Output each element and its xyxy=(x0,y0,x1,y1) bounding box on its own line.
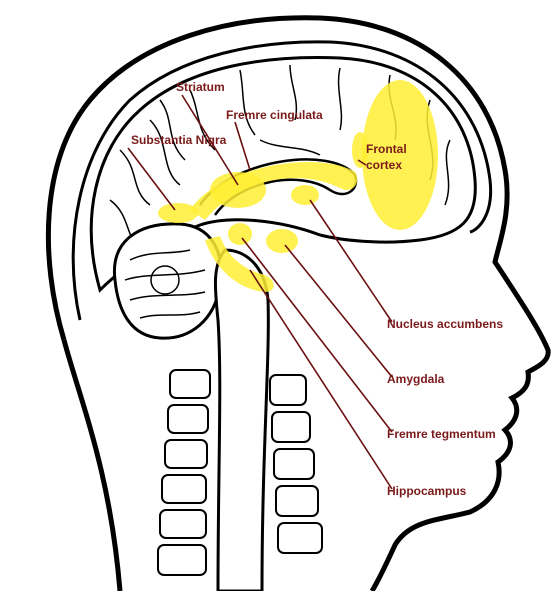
neck-back-outline xyxy=(64,340,120,591)
cerebellum xyxy=(114,224,220,338)
substantia-nigra-region xyxy=(158,203,198,223)
leader-amygdala xyxy=(285,245,392,377)
label-nucleus-accumbens: Nucleus accumbens xyxy=(387,318,503,330)
label-frontal-line1: Frontal xyxy=(366,142,407,156)
label-cingulate: Fremre cingulata xyxy=(226,109,323,121)
label-substantia-nigra: Substantia Nigra xyxy=(131,134,226,146)
label-striatum: Striatum xyxy=(176,81,225,93)
label-frontal-line2: cortex xyxy=(366,158,402,172)
tegmentum-region xyxy=(228,223,252,245)
label-amygdala: Amygdala xyxy=(387,373,444,385)
striatum-region xyxy=(210,172,266,208)
brainstem xyxy=(215,250,268,591)
label-frontal-cortex: Frontal cortex xyxy=(366,141,407,173)
label-hippocampus: Hippocampus xyxy=(387,485,466,497)
amygdala-region xyxy=(266,229,298,253)
label-tegmentum: Fremre tegmentum xyxy=(387,428,496,440)
nucleus-accumbens-region xyxy=(291,185,319,205)
